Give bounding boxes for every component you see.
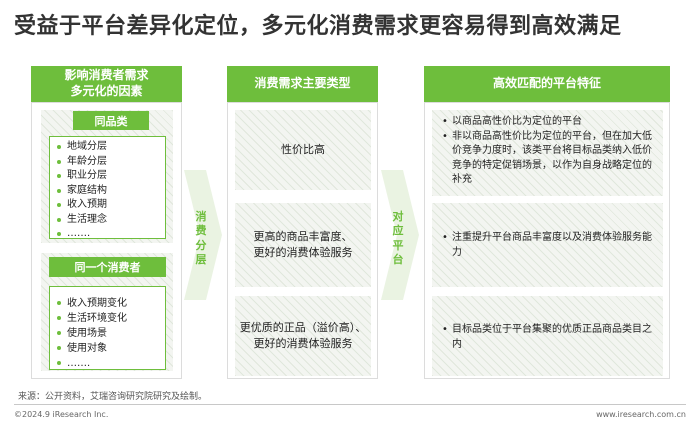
website-link[interactable]: www.iresearch.com.cn (596, 410, 686, 419)
group1-list: 地域分层年龄分层职业分层家庭结构收入预期生活理念……. (55, 140, 107, 242)
list-item: 地域分层 (55, 140, 107, 155)
middle-column-header: 消费需求主要类型 (227, 66, 378, 102)
list-item: 职业分层 (55, 169, 107, 184)
right-row-1-text: 以商品高性价比为定位的平台非以商品高性价比为定位的平台，但在加大低价竞争力度时，… (442, 115, 657, 188)
group1-label: 同品类 (73, 111, 149, 130)
list-item: 使用对象 (55, 341, 127, 356)
list-item: 非以商品高性价比为定位的平台，但在加大低价竞争力度时，该类平台将目标品类纳入低价… (442, 130, 657, 188)
arrow-right-icon (381, 170, 419, 300)
list-item: 家庭结构 (55, 184, 107, 199)
middle-row-3-text: 更优质的正品（溢价高）、 更好的消费体验服务 (239, 320, 367, 351)
list-item: 年龄分层 (55, 155, 107, 170)
middle-row-3-panel (235, 296, 371, 376)
middle-row-1-panel (235, 110, 371, 190)
left-column-header: 影响消费者需求 多元化的因素 (31, 66, 182, 102)
group1-list-frame (49, 136, 166, 239)
footer-divider (14, 404, 686, 405)
middle-row-2-panel (235, 203, 371, 287)
list-item: ……. (55, 227, 107, 242)
copyright: ©2024.9 iResearch Inc. (14, 410, 109, 419)
list-item: 收入预期 (55, 198, 107, 213)
group2-list-frame (49, 286, 166, 370)
list-item: 生活理念 (55, 213, 107, 228)
list-item: 使用场景 (55, 326, 127, 341)
list-item: 目标品类位于平台集聚的优质正品商品类目之内 (442, 323, 657, 352)
right-row-3-text: 目标品类位于平台集聚的优质正品商品类目之内 (442, 323, 657, 352)
arrow1-label: 消 费 分 层 (195, 210, 207, 266)
source-note: 来源：公开资料，艾瑞咨询研究院研究及绘制。 (18, 392, 208, 402)
page-title: 受益于平台差异化定位，多元化消费需求更容易得到高效满足 (14, 14, 622, 39)
list-item: 以商品高性价比为定位的平台 (442, 115, 657, 130)
list-item: 注重提升平台商品丰富度以及消费体验服务能力 (442, 231, 657, 260)
list-item: 生活环境变化 (55, 311, 127, 326)
group2-list: 收入预期变化生活环境变化使用场景使用对象……. (55, 296, 127, 371)
right-row-2-text: 注重提升平台商品丰富度以及消费体验服务能力 (442, 231, 657, 260)
middle-row-2-text: 更高的商品丰富度、 更好的消费体验服务 (253, 229, 353, 260)
arrow2-label: 对 应 平 台 (392, 210, 404, 266)
arrow-right-icon (184, 170, 222, 300)
right-column-header: 高效匹配的平台特征 (424, 66, 670, 102)
list-item: ……. (55, 356, 127, 371)
middle-row-1-text: 性价比高 (281, 142, 325, 156)
group2-label: 同一个消费者 (49, 257, 166, 277)
list-item: 收入预期变化 (55, 296, 127, 311)
